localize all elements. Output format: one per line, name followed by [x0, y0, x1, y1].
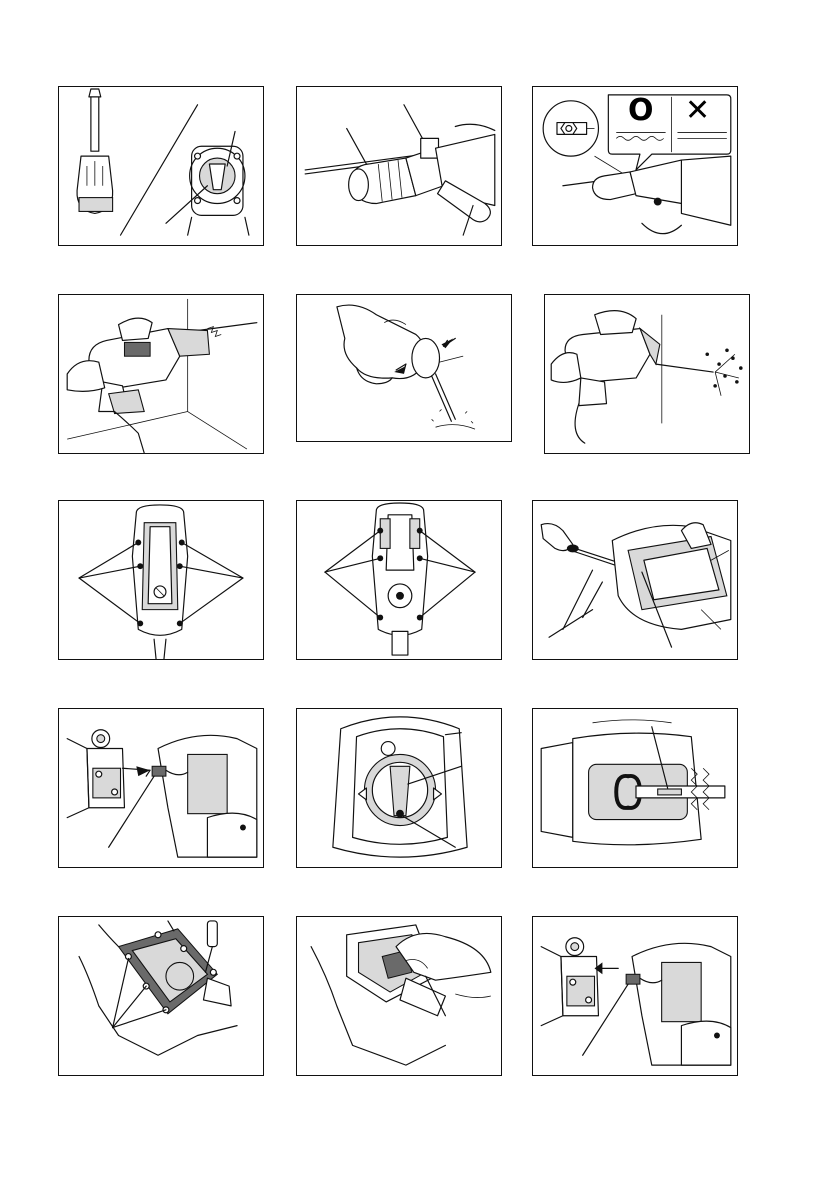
figure-9-drawing [533, 501, 737, 659]
figure-11-drawing [297, 709, 501, 867]
figure-14-replace-brush-holder [296, 916, 502, 1076]
figure-12-spanner-on-bolt [532, 708, 738, 868]
figure-6-drawing [545, 295, 749, 453]
figure-4-drawing [59, 295, 263, 453]
figure-12-drawing [533, 709, 737, 867]
figure-5-drawing [297, 295, 511, 441]
figure-1-drawing [59, 87, 263, 245]
figure-13-remove-screws-plate [58, 916, 264, 1076]
figure-3-correct-incorrect-callout: O ✕ [532, 86, 738, 246]
figure-13-drawing [59, 917, 263, 1075]
figure-2-drawing [297, 87, 501, 245]
correct-mark: O [628, 96, 654, 126]
figure-15-reconnect-connector [532, 916, 738, 1076]
figure-9-screwdriver-on-housing [532, 500, 738, 660]
figure-10-disconnect-connector [58, 708, 264, 868]
figure-8-screw-locations-open [296, 500, 502, 660]
figure-10-drawing [59, 709, 263, 867]
figure-14-drawing [297, 917, 501, 1075]
figure-6-drilling-wall-dust [544, 294, 750, 454]
figure-5-blow-out-bulb [296, 294, 512, 442]
incorrect-mark: ✕ [685, 96, 710, 126]
figure-7-drawing [59, 501, 263, 659]
figure-4-drilling-into-corner [58, 294, 264, 454]
figure-1-chisel-and-chuck [58, 86, 264, 246]
figure-7-screw-locations-top [58, 500, 264, 660]
figure-2-side-handle-depth-gauge [296, 86, 502, 246]
figure-15-drawing [533, 917, 737, 1075]
figure-11-front-cover-and-lever [296, 708, 502, 868]
figure-8-drawing [297, 501, 501, 659]
